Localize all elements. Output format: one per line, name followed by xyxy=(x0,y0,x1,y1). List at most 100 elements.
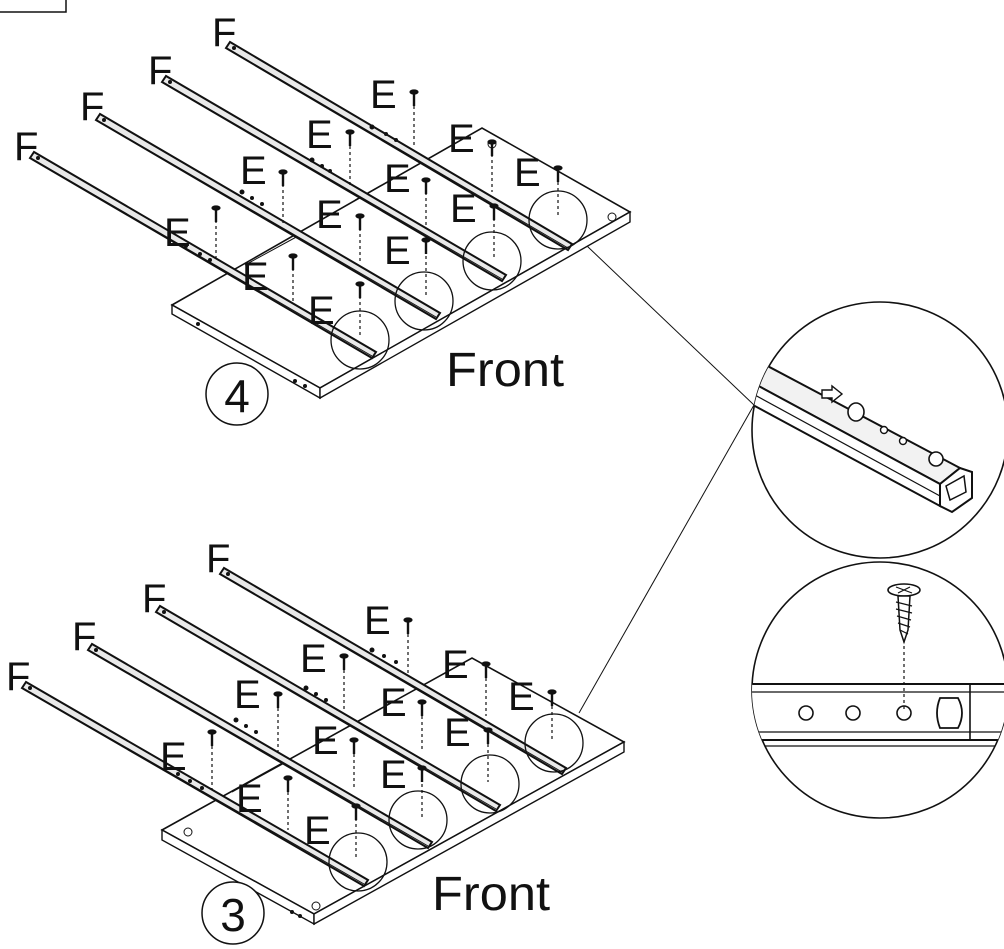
detail-circle xyxy=(328,832,388,892)
screw-label-e: E xyxy=(364,599,391,643)
rail-f-2 xyxy=(94,112,442,321)
rail-f-2 xyxy=(86,642,434,850)
screw-label-e: E xyxy=(380,753,407,797)
screws-3 xyxy=(207,617,557,860)
rail-label-f: F xyxy=(212,11,236,55)
detail-circle xyxy=(524,713,584,773)
rail-f-1 xyxy=(20,680,370,888)
screw-label-e: E xyxy=(308,289,335,333)
board-hole xyxy=(293,379,297,383)
screw-icon xyxy=(483,727,493,782)
screw-icon xyxy=(339,653,349,712)
screw-icon xyxy=(273,691,283,752)
corner-tab xyxy=(0,0,67,13)
screw-label-e: E xyxy=(384,157,411,201)
detail-circle xyxy=(462,231,522,291)
rail-f-3 xyxy=(154,604,502,813)
board-line xyxy=(359,705,387,721)
step-number: 3 xyxy=(220,889,246,941)
step-circle xyxy=(201,881,265,945)
rail-f-1 xyxy=(28,150,378,360)
rail-holes xyxy=(36,46,398,262)
screw-label-e: E xyxy=(442,643,469,687)
callout-line xyxy=(586,245,755,406)
rail-label-f: F xyxy=(72,615,96,659)
board-hole xyxy=(183,827,193,837)
board-4-edge-right xyxy=(319,210,631,400)
screw-icon xyxy=(481,661,491,716)
rail-label-f: F xyxy=(148,49,172,93)
screw-icon xyxy=(417,699,427,752)
screw-icon xyxy=(345,129,355,188)
screw-label-e: E xyxy=(304,809,331,853)
rail-holes xyxy=(28,572,398,790)
screw-label-e: E xyxy=(242,255,269,299)
screw-label-e: E xyxy=(312,719,339,763)
front-label: Front xyxy=(432,868,550,921)
step-number: 4 xyxy=(224,370,250,422)
board-hole xyxy=(607,212,617,222)
screw-label-e: E xyxy=(306,113,333,157)
detail-rail-end xyxy=(751,301,1004,559)
screw-label-e: E xyxy=(316,193,343,237)
screw-label-e: E xyxy=(164,211,191,255)
screw-label-e: E xyxy=(300,637,327,681)
rail-f-4 xyxy=(224,40,574,252)
screw-icon xyxy=(278,169,288,226)
detail-circle xyxy=(394,271,454,331)
board-hole xyxy=(303,384,307,388)
screw-icon xyxy=(417,765,427,818)
step-circle xyxy=(205,362,269,426)
screw-icon xyxy=(489,203,499,258)
screw-label-e: E xyxy=(444,711,471,755)
screw-icon xyxy=(403,617,413,674)
board-hole xyxy=(196,322,200,326)
screw-icon xyxy=(421,237,431,298)
screw-icon xyxy=(207,729,217,790)
rail-label-f: F xyxy=(142,577,166,621)
detail-screw-into-rail xyxy=(751,561,1004,819)
front-label: Front xyxy=(446,344,564,397)
detail-circle xyxy=(460,754,520,814)
panel-step-4: F F F F E E E E E E E E E E E E Front 4 xyxy=(14,11,632,426)
panel-step-3: F F F F E E E E E E E E E E E E Front 3 xyxy=(6,537,626,945)
screw-label-e: E xyxy=(234,673,261,717)
rail-f-3 xyxy=(160,74,508,283)
board-hole xyxy=(290,910,294,914)
screw-icon xyxy=(487,139,497,192)
screw-icon xyxy=(547,689,557,742)
screw-label-e: E xyxy=(508,675,535,719)
board-line xyxy=(231,759,291,793)
screw-icon xyxy=(211,205,221,262)
screw-icon xyxy=(288,253,298,302)
screw-icon xyxy=(553,165,563,218)
screw-icon xyxy=(355,213,365,262)
screw-label-e: E xyxy=(514,151,541,195)
board-hole xyxy=(298,914,302,918)
screw-label-e: E xyxy=(160,735,187,779)
rail-label-f: F xyxy=(6,655,30,699)
rail-label-f: F xyxy=(206,537,230,581)
callout-line xyxy=(578,404,755,714)
rail-label-f: F xyxy=(14,125,38,169)
screw-icon xyxy=(355,281,365,338)
screw-icon xyxy=(351,803,361,860)
rail-f-4 xyxy=(218,566,568,776)
screw-label-e: E xyxy=(380,681,407,725)
board-line xyxy=(244,234,301,266)
detail-circle xyxy=(388,790,448,850)
screws-4 xyxy=(211,89,563,338)
screw-icon xyxy=(421,177,431,226)
screw-label-e: E xyxy=(384,229,411,273)
rail-label-f: F xyxy=(80,85,104,129)
screw-label-e: E xyxy=(450,187,477,231)
screw-icon xyxy=(283,775,293,830)
board-hole xyxy=(311,901,321,911)
screw-icon xyxy=(349,737,359,790)
screw-icon xyxy=(887,583,921,645)
board-3-edge-right xyxy=(313,740,625,926)
arrow-icon xyxy=(821,384,844,404)
screw-label-e: E xyxy=(448,117,475,161)
